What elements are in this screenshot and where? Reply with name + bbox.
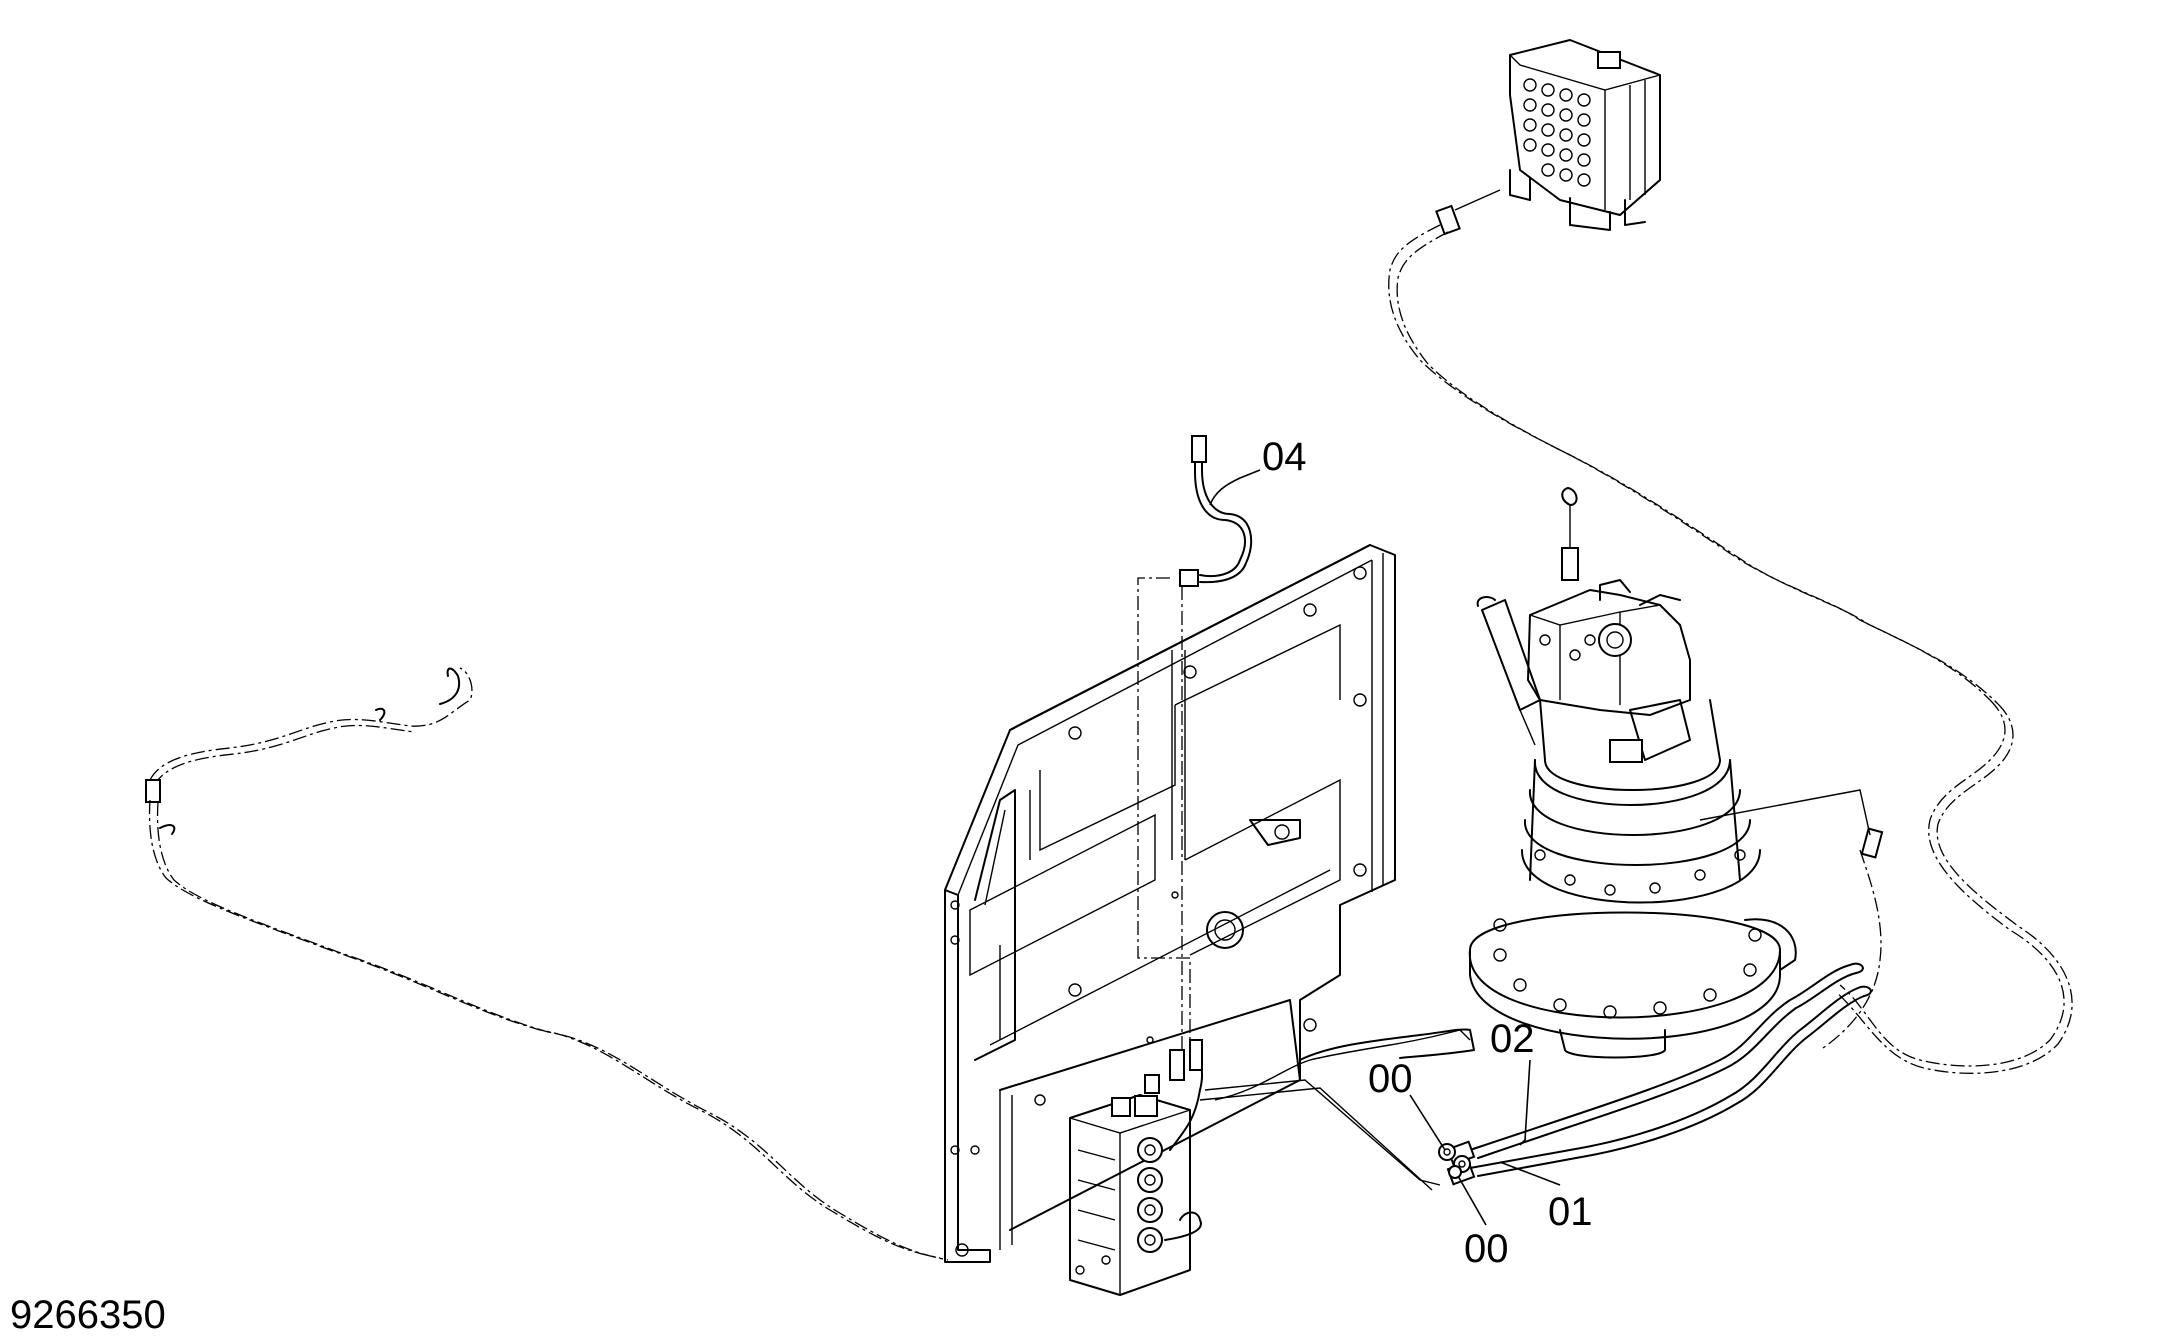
- callout-00-lower: 00: [1457, 1175, 1509, 1271]
- callout-label-01: 01: [1548, 1190, 1593, 1234]
- callout-label-02: 02: [1490, 1017, 1535, 1061]
- hydraulic-hoses: [1446, 962, 1872, 1186]
- solenoid-valve-block: [1069, 1039, 1204, 1296]
- left-wire-harness: [145, 667, 949, 1261]
- elbow-fittings: [1438, 1143, 1471, 1179]
- callout-00-upper: 00: [1368, 1057, 1446, 1151]
- drawing-number: 9266350: [10, 1293, 166, 1337]
- callout-label-00-upper: 00: [1368, 1057, 1413, 1101]
- swing-motor: [1468, 487, 1871, 1059]
- callout-04: 04: [1209, 435, 1307, 506]
- pilot-line-to-fittings: [1199, 1028, 1475, 1191]
- callout-02: 02: [1490, 1017, 1535, 1146]
- callout-label-00-lower: 00: [1464, 1227, 1509, 1271]
- callout-01: 01: [1499, 1161, 1593, 1234]
- callout-label-04: 04: [1262, 435, 1307, 479]
- mounting-panel: [944, 544, 1396, 1263]
- control-valve: [1509, 39, 1661, 231]
- pilot-hose-upper: [1388, 189, 2073, 1074]
- sensor-wire-04: [1137, 435, 1253, 1060]
